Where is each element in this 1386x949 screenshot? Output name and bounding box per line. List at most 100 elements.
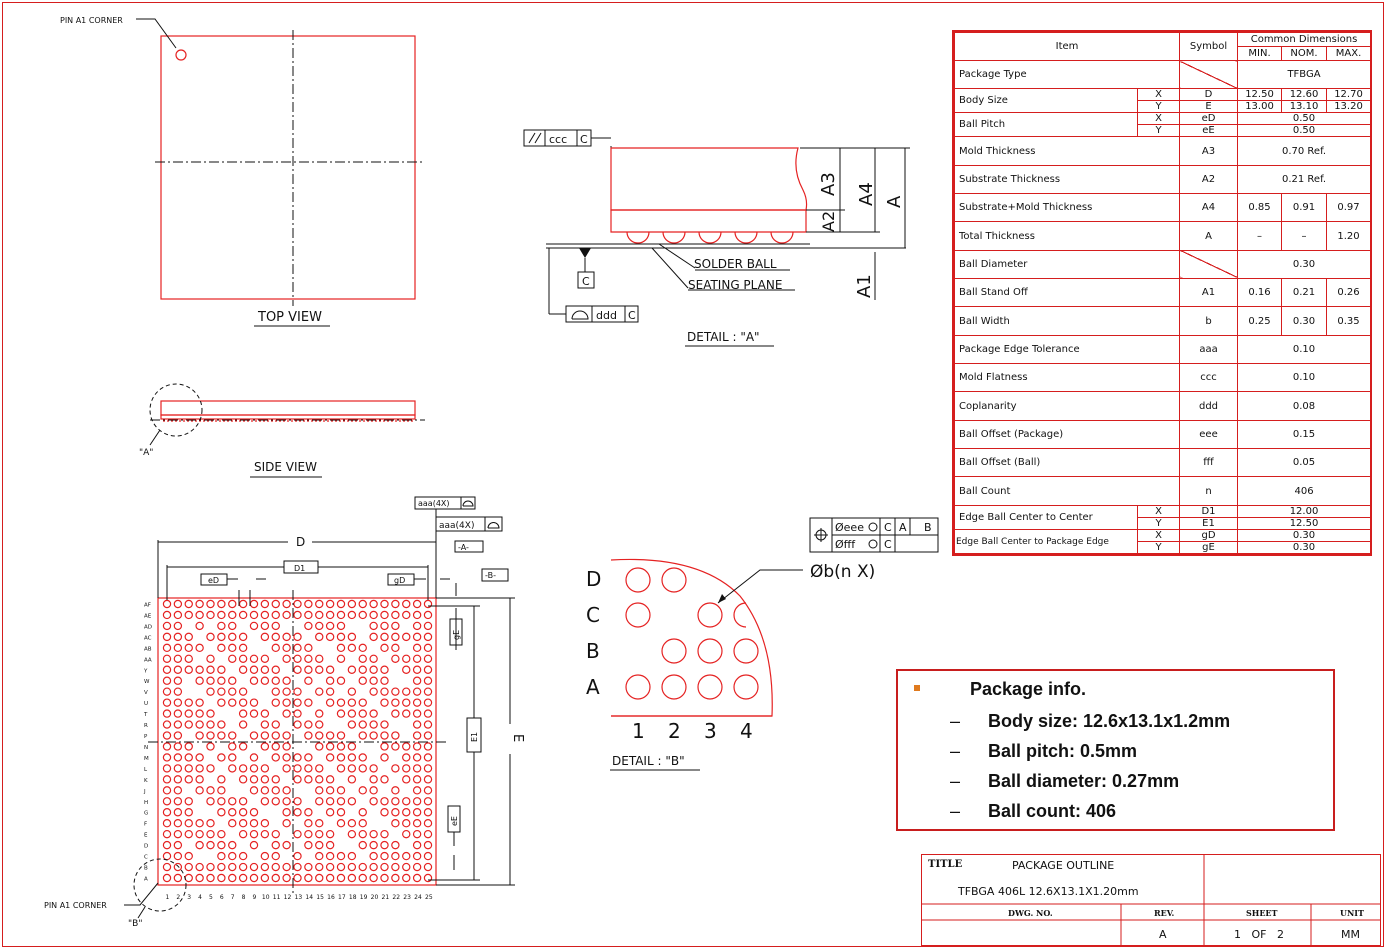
solder-ball	[412, 610, 422, 620]
solder-ball	[206, 873, 215, 883]
solder-ball-label: SOLDER BALL	[694, 257, 777, 271]
solder-ball	[304, 665, 313, 674]
solder-ball	[423, 808, 433, 817]
solder-ball	[304, 676, 313, 685]
col-label: 17	[338, 894, 346, 901]
solder-ball	[412, 829, 422, 839]
solder-ball	[173, 797, 183, 806]
solder-ball	[325, 731, 335, 740]
solder-ball	[402, 753, 411, 762]
solder-ball	[391, 599, 400, 609]
solder-ball	[184, 643, 193, 653]
detail-a-label: DETAIL : "A"	[687, 330, 760, 344]
solder-ball	[336, 786, 346, 795]
solder-ball	[271, 742, 280, 751]
col-label: 4	[198, 894, 202, 901]
solder-ball	[325, 873, 335, 883]
solder-ball	[325, 665, 335, 674]
solder-ball	[195, 753, 204, 762]
solder-ball	[293, 720, 302, 729]
solder-ball	[423, 742, 433, 751]
solder-ball	[217, 621, 226, 631]
col-head-symbol: Symbol	[1179, 32, 1239, 61]
solder-ball	[217, 808, 226, 817]
solder-ball	[162, 676, 172, 685]
solder-ball	[358, 862, 367, 872]
solder-ball	[249, 665, 259, 674]
dim-ed: eD	[208, 576, 219, 585]
solder-ball	[304, 829, 313, 839]
solder-ball	[271, 731, 280, 740]
solder-ball	[423, 731, 433, 740]
solder-ball	[162, 764, 172, 773]
solder-ball	[162, 797, 172, 806]
solder-ball	[325, 742, 335, 751]
row-label: W	[144, 679, 150, 685]
solder-ball	[369, 654, 378, 664]
pin-a1-corner-label: PIN A1 CORNER	[60, 16, 123, 25]
solder-ball	[282, 676, 291, 685]
ball-dia-note: Øb(n X)	[810, 562, 875, 582]
solder-ball	[293, 753, 302, 762]
solder-ball	[238, 687, 248, 696]
row-label: D	[144, 844, 148, 850]
bullet-icon	[914, 685, 920, 691]
solder-ball	[358, 610, 367, 620]
solder-ball	[282, 873, 291, 883]
solder-ball	[282, 786, 291, 795]
svg-text:C: C	[884, 521, 892, 534]
solder-ball	[293, 654, 302, 664]
solder-ball	[304, 654, 313, 664]
solder-ball	[184, 698, 193, 707]
solder-ball	[260, 621, 270, 631]
solder-ball	[423, 786, 433, 795]
solder-ball	[347, 851, 357, 861]
solder-ball	[402, 873, 411, 883]
solder-ball	[369, 709, 378, 718]
solder-ball	[293, 632, 302, 642]
package-info-heading: Package info.	[970, 679, 1087, 699]
solder-ball	[173, 687, 183, 696]
solder-ball	[380, 687, 389, 696]
solder-ball	[402, 654, 411, 664]
row-total-thickness: Total Thickness A – – 1.20	[953, 221, 1372, 251]
solder-ball	[162, 698, 172, 707]
solder-ball	[336, 764, 346, 773]
solder-ball	[217, 862, 226, 872]
info-item: –Body size: 12.6x13.1x1.2mm	[950, 711, 1231, 731]
solder-ball	[195, 819, 204, 828]
solder-ball	[195, 698, 204, 707]
solder-ball	[162, 654, 172, 664]
solder-ball	[423, 632, 433, 642]
solder-ball	[412, 709, 422, 718]
solder-ball	[423, 764, 433, 773]
solder-ball	[228, 808, 237, 817]
solder-ball	[380, 632, 389, 642]
row-coplanarity: Coplanarity ddd 0.08	[953, 391, 1372, 421]
solder-ball	[238, 632, 248, 642]
solder-ball	[238, 808, 248, 817]
solder-ball	[293, 599, 302, 609]
solder-ball	[315, 720, 324, 729]
pin-a1-corner-label-bottom: PIN A1 CORNER	[44, 901, 107, 910]
col-head-item: Item	[953, 32, 1181, 61]
solder-ball	[206, 797, 215, 806]
solder-ball	[282, 687, 291, 696]
solder-ball	[162, 742, 172, 751]
solder-ball	[173, 775, 183, 784]
solder-ball	[391, 610, 400, 620]
solder-ball	[391, 709, 400, 718]
solder-ball	[162, 643, 172, 653]
solder-ball	[271, 632, 280, 642]
solder-ball	[325, 621, 335, 631]
col-label: 12	[284, 894, 292, 901]
solder-ball	[184, 720, 193, 729]
solder-ball	[347, 720, 357, 729]
top-view: PIN A1 CORNER TOP VIEW	[60, 16, 425, 327]
solder-ball	[249, 753, 259, 762]
row-label: AB	[144, 646, 152, 652]
solder-ball	[336, 808, 346, 817]
col-head-max: MAX.	[1326, 46, 1372, 61]
solder-ball	[162, 731, 172, 740]
solder-ball	[315, 665, 324, 674]
